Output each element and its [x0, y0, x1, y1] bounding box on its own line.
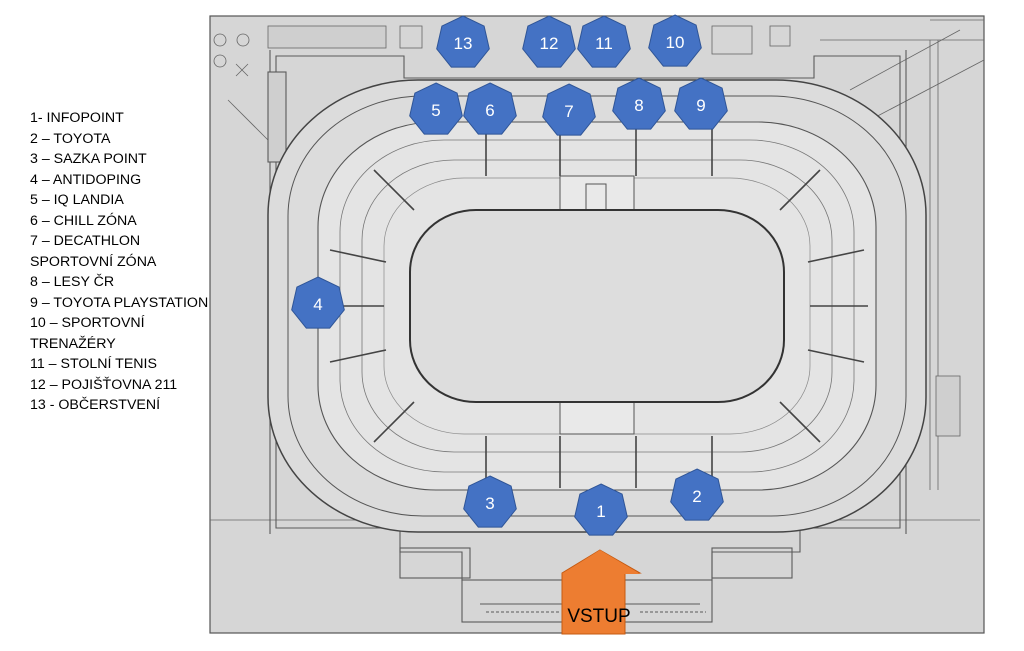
- marker-label: 10: [666, 33, 685, 52]
- legend: 1- INFOPOINT 2 – TOYOTA 3 – SAZKA POINT …: [30, 108, 210, 416]
- marker-12[interactable]: 12: [522, 15, 576, 68]
- ice-rink: [409, 209, 785, 403]
- marker-7[interactable]: 7: [542, 83, 596, 136]
- marker-1[interactable]: 1: [574, 483, 628, 536]
- marker-10[interactable]: 10: [648, 14, 702, 67]
- marker-5[interactable]: 5: [409, 82, 463, 135]
- marker-label: 7: [564, 102, 573, 121]
- legend-item: 7 – DECATHLON: [30, 233, 141, 249]
- marker-label: 12: [540, 34, 559, 53]
- legend-item: 5 – IQ LANDIA: [30, 192, 124, 208]
- legend-item: 11 – STOLNÍ TENIS: [30, 356, 157, 372]
- marker-3[interactable]: 3: [463, 475, 517, 528]
- marker-11[interactable]: 11: [577, 15, 631, 68]
- marker-label: 2: [692, 487, 701, 506]
- marker-6[interactable]: 6: [463, 82, 517, 135]
- legend-item: 10 – SPORTOVNÍ: [30, 315, 145, 331]
- legend-item: 13 - OBČERSTVENÍ: [30, 397, 161, 413]
- legend-item: 3 – SAZKA POINT: [30, 151, 147, 167]
- marker-label: 6: [485, 101, 494, 120]
- legend-item: 1- INFOPOINT: [30, 110, 124, 126]
- entrance-label: VSTUP: [567, 606, 630, 627]
- marker-2[interactable]: 2: [670, 468, 724, 521]
- marker-label: 3: [485, 494, 494, 513]
- marker-label: 4: [313, 295, 322, 314]
- marker-label: 5: [431, 101, 440, 120]
- legend-item: TRENAŽÉRY: [30, 335, 116, 352]
- marker-4[interactable]: 4: [291, 276, 345, 329]
- marker-label: 11: [595, 34, 613, 53]
- legend-item: SPORTOVNÍ ZÓNA: [30, 253, 157, 270]
- marker-9[interactable]: 9: [674, 77, 728, 130]
- legend-item: 6 – CHILL ZÓNA: [30, 212, 137, 229]
- arena-tunnels: [559, 175, 635, 435]
- seating-aisles: [326, 124, 868, 488]
- legend-item: 2 – TOYOTA: [30, 130, 111, 147]
- marker-label: 13: [454, 34, 473, 53]
- entrance-arrow[interactable]: VSTUP: [561, 549, 642, 635]
- marker-13[interactable]: 13: [436, 15, 490, 68]
- legend-item: 4 – ANTIDOPING: [30, 171, 142, 188]
- legend-item: 12 – POJIŠŤOVNA 211: [30, 376, 178, 393]
- marker-label: 1: [596, 502, 605, 521]
- marker-label: 9: [696, 96, 705, 115]
- legend-item: 8 – LESY ČR: [30, 274, 115, 290]
- marker-8[interactable]: 8: [612, 77, 666, 130]
- marker-label: 8: [634, 96, 643, 115]
- plan-corner-details: [210, 19, 985, 521]
- legend-item: 9 – TOYOTA PLAYSTATION: [30, 294, 209, 311]
